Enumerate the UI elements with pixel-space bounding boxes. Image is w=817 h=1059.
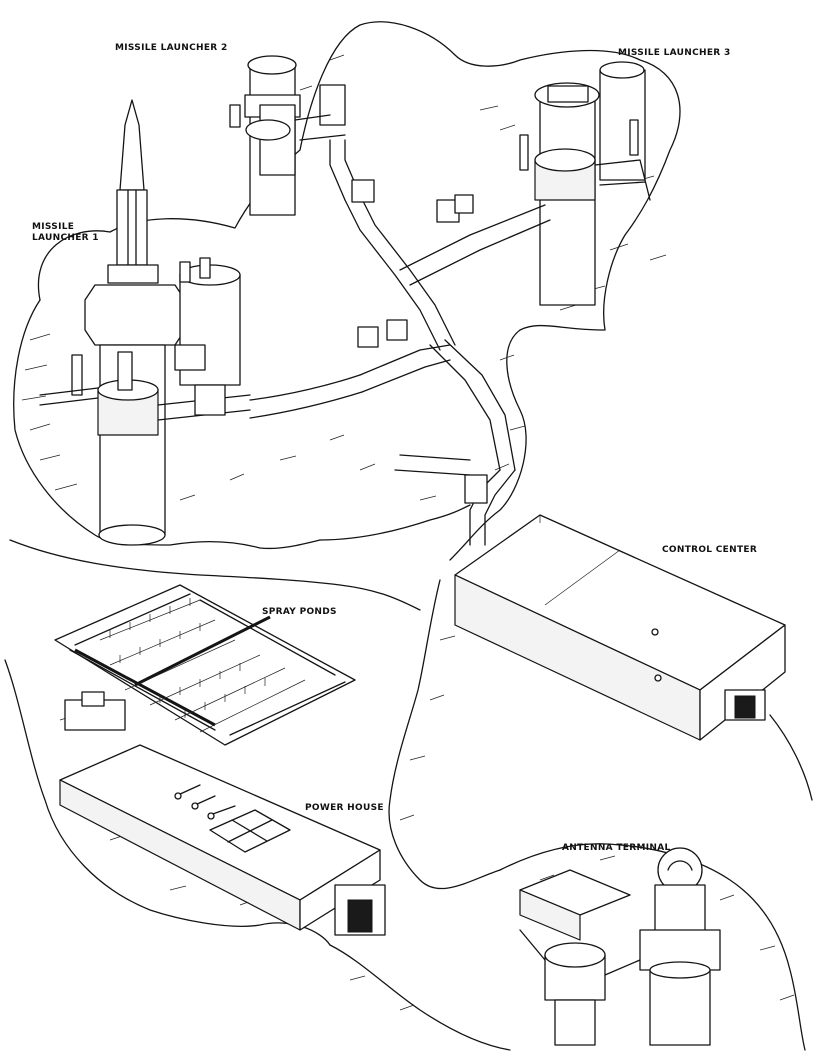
missile-launcher-3-label: MISSILE LAUNCHER 3 [618,48,731,58]
missile-launcher-3-structure [519,61,651,306]
spray-ponds-label: SPRAY PONDS [262,607,337,617]
missile-launcher-2-structure [229,55,346,216]
antenna-terminal-label: ANTENNA TERMINAL [562,843,671,853]
power-house-building [59,744,386,936]
antenna-terminal-structure [519,847,721,1046]
power-house-label: POWER HOUSE [305,803,384,813]
missile-launcher-1-label: MISSILE LAUNCHER 1 [32,222,99,244]
terrain-outline [4,21,813,1051]
missile-launcher-1-structure [39,99,251,546]
missile-launcher-2-label: MISSILE LAUNCHER 2 [115,43,228,53]
control-center-building [454,514,786,741]
missile-launcher-1-label-line1: MISSILE [32,222,75,232]
tunnel-network [249,139,551,546]
missile-launcher-1-label-line2: LAUNCHER 1 [32,233,99,243]
spray-ponds [54,584,356,746]
control-center-label: CONTROL CENTER [662,545,758,555]
